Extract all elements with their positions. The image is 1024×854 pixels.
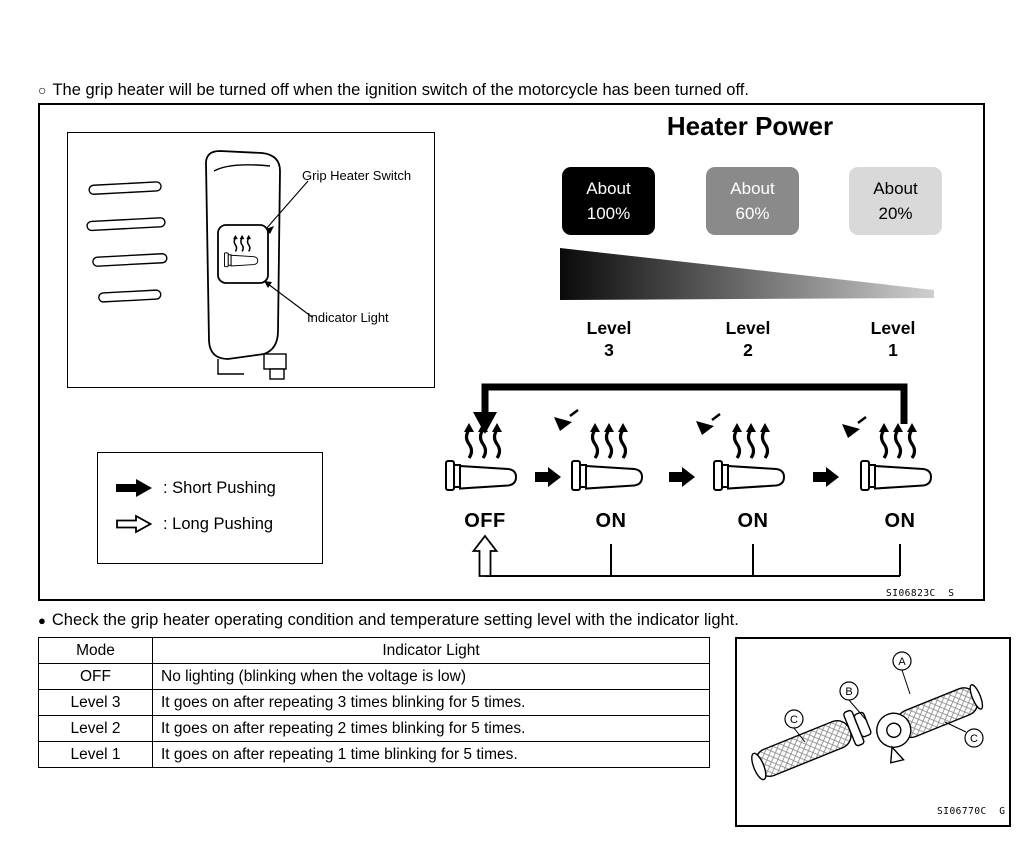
intro-note-text: The grip heater will be turned off when … [52,81,749,99]
dot-bullet-icon: ● [38,613,46,628]
level-2-label: Level 2 [708,317,788,361]
mode-cell: Level 3 [38,689,153,716]
part-label-c1-circle [784,709,804,729]
figure-title: Heater Power [666,111,834,141]
level-2-num: 2 [743,340,753,360]
short-push-legend-row: : Short Pushing [116,473,322,503]
part-label-b-circle [839,681,859,701]
grip-parts-figure: A B C C SI06770C G [735,637,1011,827]
level-1-num: 1 [888,340,898,360]
table-row: Level 3 It goes on after repeating 3 tim… [38,689,710,716]
grip-heat-icon-on2 [713,422,786,492]
long-push-arrowhead-icon [471,534,499,577]
grip-parts-illustration: A B C C [751,651,984,781]
mode-cell: OFF [38,663,153,690]
power-gradient-wedge [560,248,934,300]
mode-cell: Level 1 [38,741,153,768]
power-box-20-line2: 20% [878,204,913,223]
part-label-b: B [845,686,852,698]
cycle-bracket-line [481,383,908,424]
part-label-a-circle [892,651,912,671]
blink-mark-icon [842,416,867,438]
state-on2-label: ON [737,510,769,532]
grip-heater-switch-label: Grip Heater Switch [302,168,412,183]
filled-arrow-icon [116,479,152,497]
level-1-label: Level 1 [853,317,933,361]
short-push-label: : Short Pushing [163,478,276,497]
table-header-mode: Mode [38,637,153,664]
check-note-text: Check the grip heater operating conditio… [51,611,739,629]
power-box-20: About 20% [849,167,942,235]
power-box-100-line1: About [586,179,631,198]
grip-heat-icon-off [445,422,518,492]
figure-code-2: SI06770C G [937,806,1006,817]
part-label-c2-circle [964,728,984,748]
power-box-100: About 100% [562,167,655,235]
power-box-100-line2: 100% [586,204,631,223]
table-header-row: Mode Indicator Light [38,637,710,664]
level-3-word: Level [586,318,632,338]
cycle-arrowhead-icon [473,412,497,434]
long-push-legend-row: : Long Pushing [116,509,322,539]
long-push-return-line [485,544,901,577]
indicator-cell: No lighting (blinking when the voltage i… [152,663,710,690]
switch-drawing [86,150,313,380]
state-on3-label: ON [884,510,916,532]
part-label-c2: C [970,733,978,745]
part-label-c1: C [790,714,798,726]
indicator-cell: It goes on after repeating 1 time blinki… [152,741,710,768]
level-2-word: Level [725,318,771,338]
figure-code: SI06823C S [886,588,955,599]
indicator-cell: It goes on after repeating 3 times blink… [152,689,710,716]
level-3-label: Level 3 [569,317,649,361]
power-box-20-line1: About [873,179,918,198]
power-box-60-line2: 60% [735,204,770,223]
mode-cell: Level 2 [38,715,153,742]
state-off-label: OFF [464,510,506,532]
table-row: OFF No lighting (blinking when the volta… [38,663,710,690]
state-on1-label: ON [595,510,627,532]
circle-bullet-icon: ○ [38,82,47,98]
indicator-light-label: Indicator Light [307,310,389,325]
heater-power-figure: Grip Heater Switch Indicator Light Heate… [38,103,985,601]
switch-illustration: Grip Heater Switch Indicator Light [67,132,435,388]
push-legend: : Short Pushing : Long Pushing [97,452,323,564]
long-push-label: : Long Pushing [163,514,274,533]
blink-mark-icon [554,409,579,431]
table-row: Level 2 It goes on after repeating 2 tim… [38,715,710,742]
power-box-60: About 60% [706,167,799,235]
hollow-arrow-icon [116,514,153,534]
level-3-num: 3 [604,340,614,360]
blink-mark-icon [696,413,721,435]
short-push-arrow-icons [535,467,839,487]
power-box-60-line1: About [730,179,775,198]
intro-note: ○ The grip heater will be turned off whe… [38,81,749,100]
grip-heat-icon-on3 [860,422,933,492]
indicator-table: Mode Indicator Light OFF No lighting (bl… [38,637,710,768]
table-header-indicator: Indicator Light [152,637,710,664]
level-1-word: Level [870,318,916,338]
grip-heat-icon-on1 [571,422,644,492]
check-note: ● Check the grip heater operating condit… [38,611,739,630]
mode-flow-diagram [445,383,933,577]
indicator-cell: It goes on after repeating 2 times blink… [152,715,710,742]
table-row: Level 1 It goes on after repeating 1 tim… [38,741,710,768]
part-label-a: A [898,656,906,668]
